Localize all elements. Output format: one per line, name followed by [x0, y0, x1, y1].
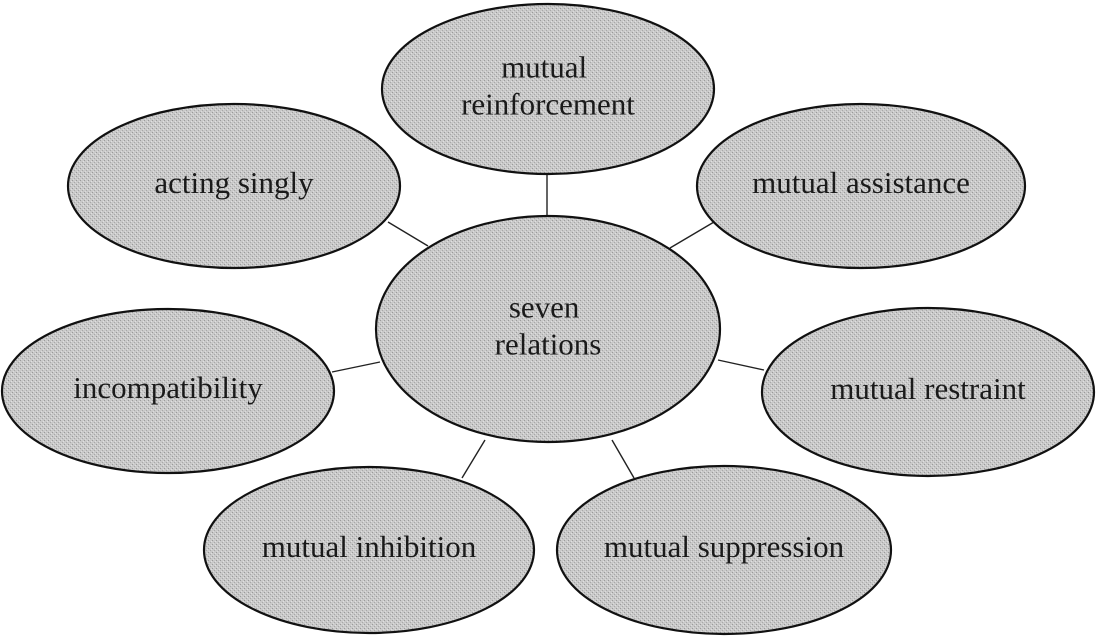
node-mutual-suppression: mutual suppression [555, 464, 893, 636]
connector-mutual-assistance [669, 221, 715, 249]
node-label-mutual-inhibition: mutual inhibition [262, 529, 477, 564]
node-mutual-inhibition: mutual inhibition [202, 465, 536, 635]
node-mutual-assistance: mutual assistance [695, 102, 1027, 270]
node-label-mutual-reinforcement: mutual reinforcement [461, 50, 635, 122]
connector-mutual-restraint [717, 359, 765, 371]
node-label-mutual-restraint: mutual restraint [830, 371, 1026, 406]
node-label-mutual-assistance: mutual assistance [752, 165, 970, 200]
connectors [331, 172, 765, 479]
node-mutual-restraint: mutual restraint [760, 306, 1096, 478]
connector-mutual-suppression [611, 439, 635, 479]
node-label-mutual-suppression: mutual suppression [604, 529, 845, 564]
node-mutual-reinforcement: mutual reinforcement [380, 2, 716, 176]
center-label: seven relations [495, 290, 602, 362]
node-acting-singly: acting singly [66, 102, 402, 270]
connector-acting-singly [387, 221, 429, 247]
node-label-incompatibility: incompatibility [73, 370, 263, 405]
node-incompatibility: incompatibility [0, 307, 336, 475]
connector-incompatibility [331, 361, 381, 373]
connector-mutual-inhibition [461, 439, 486, 479]
node-center-seven-relations: seven relations [374, 214, 722, 444]
node-label-acting-singly: acting singly [154, 165, 314, 200]
